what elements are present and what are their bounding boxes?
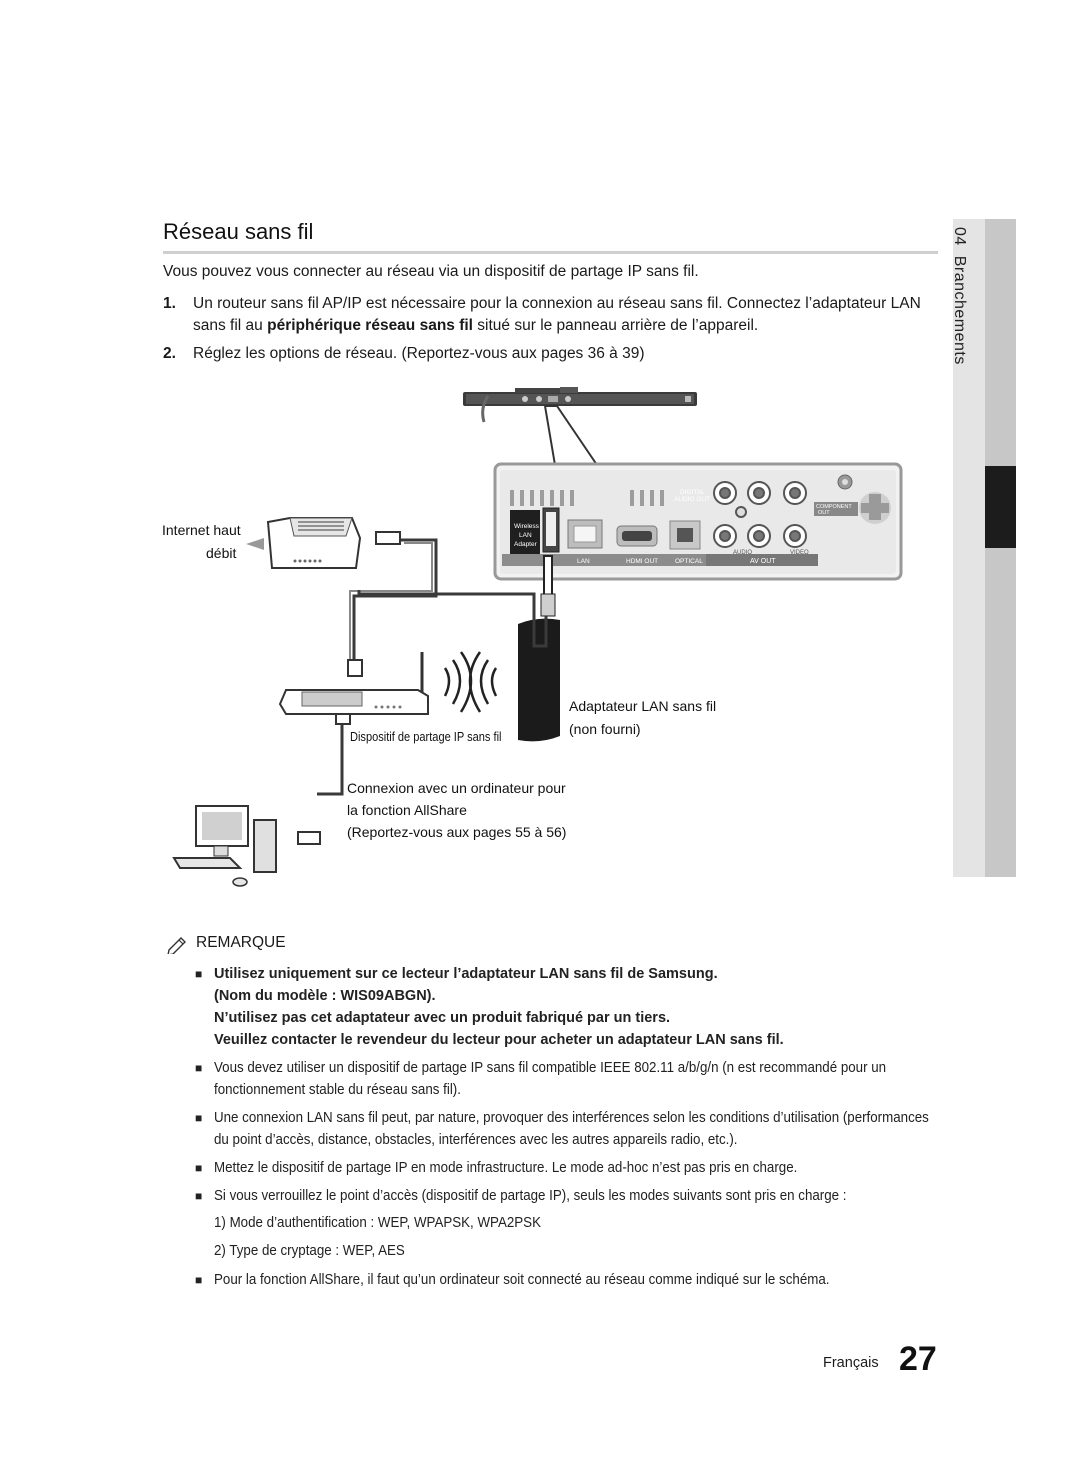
internet-label: Internet haut [162,522,241,538]
step-1: 1. Un routeur sans fil AP/IP est nécessa… [163,293,943,339]
note-line: (Nom du modèle : WIS09ABGN). [214,988,436,1004]
page-number: 27 [899,1340,937,1378]
step-text-bold: périphérique réseau sans fil [267,317,473,334]
network-diagram: Wireless LAN Adapter LAN HDMI OUT OPTICA… [150,378,930,898]
bullet: ■ [195,1189,203,1203]
cable-plug-icon [375,531,401,545]
note-text: Une connexion LAN sans fil peut, par nat… [214,1110,929,1148]
chapter-number: 04 [951,227,968,246]
chapter-title: 04 Branchements [950,227,990,427]
chapter-side-tab [953,219,1016,877]
router-label: Dispositif de partage IP sans fil [350,729,502,744]
step-text: Un routeur sans fil AP/IP est nécessaire… [193,293,943,337]
panel-label-audio: AUDIO [733,550,752,556]
chapter-label: 04 Branchements [950,227,968,365]
panel-label-digital: AUDIO OUT [674,496,710,503]
note-line: Veuillez contacter le revendeur du lecte… [214,1032,784,1048]
diagram-drawing: Wireless LAN Adapter LAN HDMI OUT OPTICA… [172,387,903,887]
panel-label-wireless: LAN [519,532,532,539]
panel-label-hdmi: HDMI OUT [626,558,658,565]
cable-plug-icon [297,831,321,845]
step-number: 2. [163,345,176,362]
note-item: ■ Vous devez utiliser un dispositif de p… [195,1057,940,1101]
adapter-label: Adaptateur LAN sans fil [569,698,717,714]
bullet: ■ [195,1061,203,1075]
internet-label: débit [206,545,237,561]
note-subitem: 1) Mode d’authentification : WEP, WPAPSK… [214,1215,541,1231]
bullet: ■ [195,1111,203,1125]
panel-label-wireless: Adapter [514,541,538,548]
chapter-marker [985,466,1016,548]
pencil-icon [167,937,186,954]
panel-label-wireless: Wireless [514,523,540,530]
bluray-player-icon [463,387,697,423]
pc-connection-label: Connexion avec un ordinateur pour [347,780,566,796]
wireless-signal-icon [443,651,498,713]
modem-icon [246,517,362,569]
note-line: Utilisez uniquement sur ce lecteur l’ada… [214,966,718,982]
chapter-name: Branchements [951,255,968,365]
note-item: ■ Une connexion LAN sans fil peut, par n… [195,1107,940,1151]
note-title: REMARQUE [196,934,286,951]
intro-paragraph: Vous pouvez vous connecter au réseau via… [163,263,699,280]
wireless-router-icon [278,652,429,715]
step-text-part: Un routeur sans fil AP/IP est nécessaire… [193,295,921,334]
step-text: Réglez les options de réseau. (Reportez-… [193,345,645,362]
step-text-part: situé sur le panneau arrière de l’appare… [473,317,759,334]
panel-label-av-out: AV OUT [750,558,776,565]
computer-icon [172,805,277,887]
adapter-label: (non fourni) [569,721,641,737]
note-text: Si vous verrouillez le point d’accès (di… [214,1188,847,1204]
panel-label-digital: DIGITAL [680,489,705,496]
note-text: Pour la fonction AllShare, il faut qu’un… [214,1272,830,1288]
note-text: Mettez le dispositif de partage IP en mo… [214,1160,798,1176]
wireless-lan-adapter-icon [518,555,560,742]
panel-label-optical: OPTICAL [675,558,703,565]
note-text: Vous devez utiliser un dispositif de par… [214,1060,887,1098]
step-number: 1. [163,295,176,312]
step-2: 2. Réglez les options de réseau. (Report… [163,343,943,367]
note-subitem: 2) Type de cryptage : WEP, AES [214,1243,405,1259]
bullet: ■ [195,967,203,981]
panel-label-component: COMPONENT [816,504,852,510]
title-divider [163,251,938,254]
note-list: ■ Utilisez uniquement sur ce lecteur l’a… [195,963,940,1297]
note-line: N’utilisez pas cet adaptateur avec un pr… [214,1010,671,1026]
bullet: ■ [195,1273,203,1287]
note-item: ■ Si vous verrouillez le point d’accès (… [195,1185,940,1207]
panel-label-video: VIDEO [790,550,809,556]
rear-panel-closeup [493,462,903,581]
panel-label-lan: LAN [577,558,590,565]
pc-connection-label: (Reportez-vous aux pages 55 à 56) [347,824,567,840]
panel-label-component: OUT [818,510,830,516]
footer-language: Français [823,1355,879,1371]
note-item: ■ Pour la fonction AllShare, il faut qu’… [195,1269,940,1291]
note-item: ■ Utilisez uniquement sur ce lecteur l’a… [195,963,940,1051]
bullet: ■ [195,1161,203,1175]
cable-plug-icon [347,659,363,677]
page-title: Réseau sans fil [163,219,314,244]
pc-connection-label: la fonction AllShare [347,802,467,818]
note-sublist: 1) Mode d’authentification : WEP, WPAPSK… [195,1209,940,1265]
note-item: ■ Mettez le dispositif de partage IP en … [195,1157,940,1179]
